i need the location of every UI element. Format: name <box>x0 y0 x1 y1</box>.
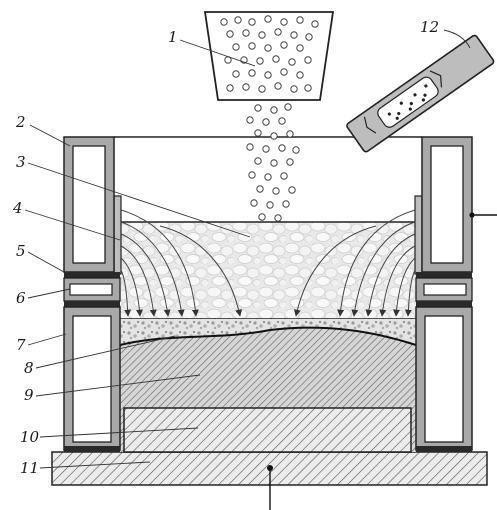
current-flow-arrows <box>120 209 416 317</box>
label-11: 11 <box>20 459 39 477</box>
label-9: 9 <box>24 386 34 404</box>
granular-layer <box>120 318 416 345</box>
label-7: 7 <box>16 336 26 354</box>
label-10: 10 <box>20 428 40 446</box>
label-4: 4 <box>12 199 23 217</box>
feed-chute <box>346 34 495 153</box>
label-3: 3 <box>16 153 26 171</box>
left-wall <box>63 136 121 452</box>
right-wall <box>415 136 473 452</box>
right-inner-strip <box>414 195 423 275</box>
label-2: 2 <box>15 113 26 131</box>
label-6: 6 <box>16 289 26 307</box>
label-12: 12 <box>420 18 439 36</box>
label-8: 8 <box>24 359 34 377</box>
label-5: 5 <box>16 242 26 260</box>
left-inner-strip <box>113 195 122 275</box>
falling-granules <box>246 103 300 222</box>
metal-pool <box>120 327 416 408</box>
label-1: 1 <box>168 28 178 46</box>
leader-lines <box>24 29 471 469</box>
hopper-granules <box>220 15 319 93</box>
